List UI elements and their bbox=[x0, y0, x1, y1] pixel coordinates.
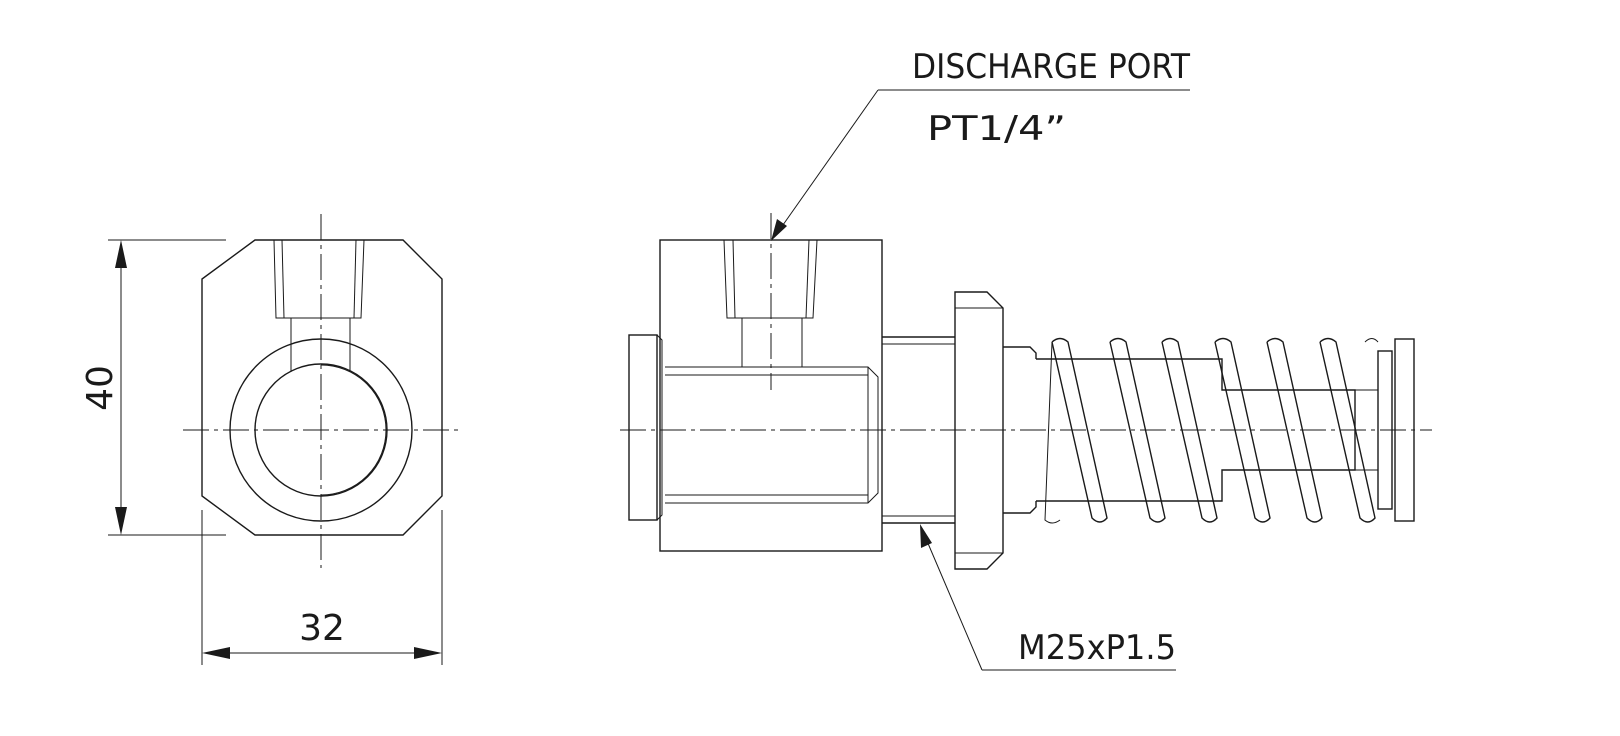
width-dimension: 32 bbox=[201, 510, 443, 665]
height-dimension: 40 bbox=[80, 239, 226, 536]
neck bbox=[882, 336, 955, 524]
height-dimension-label: 40 bbox=[80, 365, 121, 411]
end-view-port bbox=[273, 239, 365, 319]
body-thread-label: M25xP1.5 bbox=[1018, 628, 1176, 668]
width-dimension-label: 32 bbox=[299, 608, 345, 649]
discharge-port-callout: DISCHARGE PORT PT1/4” bbox=[771, 47, 1190, 241]
compression-spring bbox=[1044, 337, 1379, 524]
internal-thread bbox=[665, 366, 879, 504]
side-view-port bbox=[723, 239, 818, 319]
port-thread-label: PT1/4” bbox=[927, 109, 1066, 149]
side-view bbox=[620, 213, 1432, 570]
left-cap bbox=[628, 334, 658, 521]
end-view bbox=[183, 214, 458, 568]
discharge-port-label: DISCHARGE PORT bbox=[912, 47, 1190, 87]
body-thread-callout: M25xP1.5 bbox=[920, 524, 1176, 671]
side-view-body bbox=[659, 239, 883, 552]
end-view-body bbox=[201, 239, 443, 536]
